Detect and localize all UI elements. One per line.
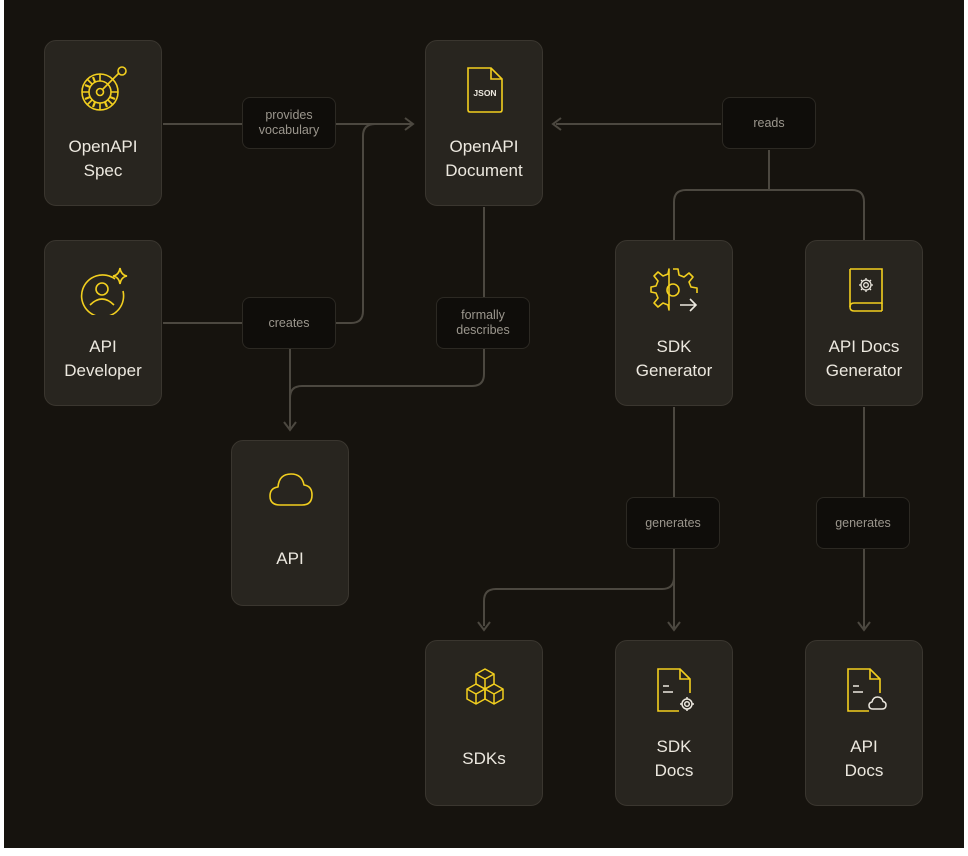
node-label: API Docs bbox=[844, 737, 884, 780]
edge-label-reads: reads bbox=[722, 97, 816, 149]
developer-avatar-icon bbox=[80, 267, 128, 315]
node-sdk-generator: SDK Generator bbox=[615, 240, 733, 406]
arrowhead-document-left bbox=[404, 117, 415, 131]
node-sdk-docs: SDK Docs bbox=[615, 640, 733, 806]
node-label: SDK Generator bbox=[635, 337, 713, 380]
connector-developer-creates bbox=[163, 123, 384, 324]
node-api: API bbox=[231, 440, 349, 606]
gear-arrow-icon bbox=[650, 268, 698, 312]
node-api-developer: API Developer bbox=[44, 240, 162, 406]
node-api-docs-generator: API Docs Generator bbox=[805, 240, 923, 406]
edge-label-creates: creates bbox=[242, 297, 336, 349]
node-sdks: SDKs bbox=[425, 640, 543, 806]
node-label: API Developer bbox=[64, 337, 142, 380]
connector-document-describes-api bbox=[289, 207, 485, 399]
connector-sdk-generator-generates bbox=[483, 407, 675, 628]
connector-lines bbox=[163, 117, 871, 632]
openapi-logo-icon bbox=[81, 66, 127, 111]
edge-label-provides-vocabulary: provides vocabulary bbox=[242, 97, 336, 149]
node-label: SDKs bbox=[462, 749, 506, 768]
doc-gear-icon bbox=[657, 668, 694, 712]
node-openapi-spec: OpenAPI Spec bbox=[44, 40, 162, 206]
book-gear-icon bbox=[849, 268, 883, 312]
arrowhead-api-docs bbox=[857, 621, 871, 632]
arrowhead-document-right bbox=[551, 117, 562, 131]
arrowhead-sdks bbox=[477, 621, 491, 632]
cloud-icon bbox=[269, 473, 313, 506]
node-api-docs: API Docs bbox=[805, 640, 923, 806]
arrowhead-api bbox=[283, 421, 297, 432]
edge-label-generates-docs: generates bbox=[816, 497, 910, 549]
cubes-icon bbox=[466, 668, 504, 705]
edge-label-generates-sdk: generates bbox=[626, 497, 720, 549]
node-label: API Docs Generator bbox=[825, 337, 903, 380]
arrowhead-sdk-docs bbox=[667, 621, 681, 632]
doc-cloud-icon bbox=[847, 668, 887, 712]
node-label: OpenAPI Document bbox=[445, 137, 523, 180]
node-label: OpenAPI Spec bbox=[68, 137, 138, 180]
node-label: API bbox=[276, 549, 304, 568]
connector-reads-branch bbox=[673, 150, 865, 240]
node-openapi-document: JSON OpenAPI Document bbox=[425, 40, 543, 206]
diagram-canvas: OpenAPI Spec JSON OpenAPI Document API D… bbox=[4, 0, 964, 848]
node-label: SDK Docs bbox=[654, 737, 694, 780]
json-file-icon: JSON bbox=[467, 67, 503, 113]
edge-label-formally-describes: formally describes bbox=[436, 297, 530, 349]
svg-text:JSON: JSON bbox=[473, 88, 496, 98]
